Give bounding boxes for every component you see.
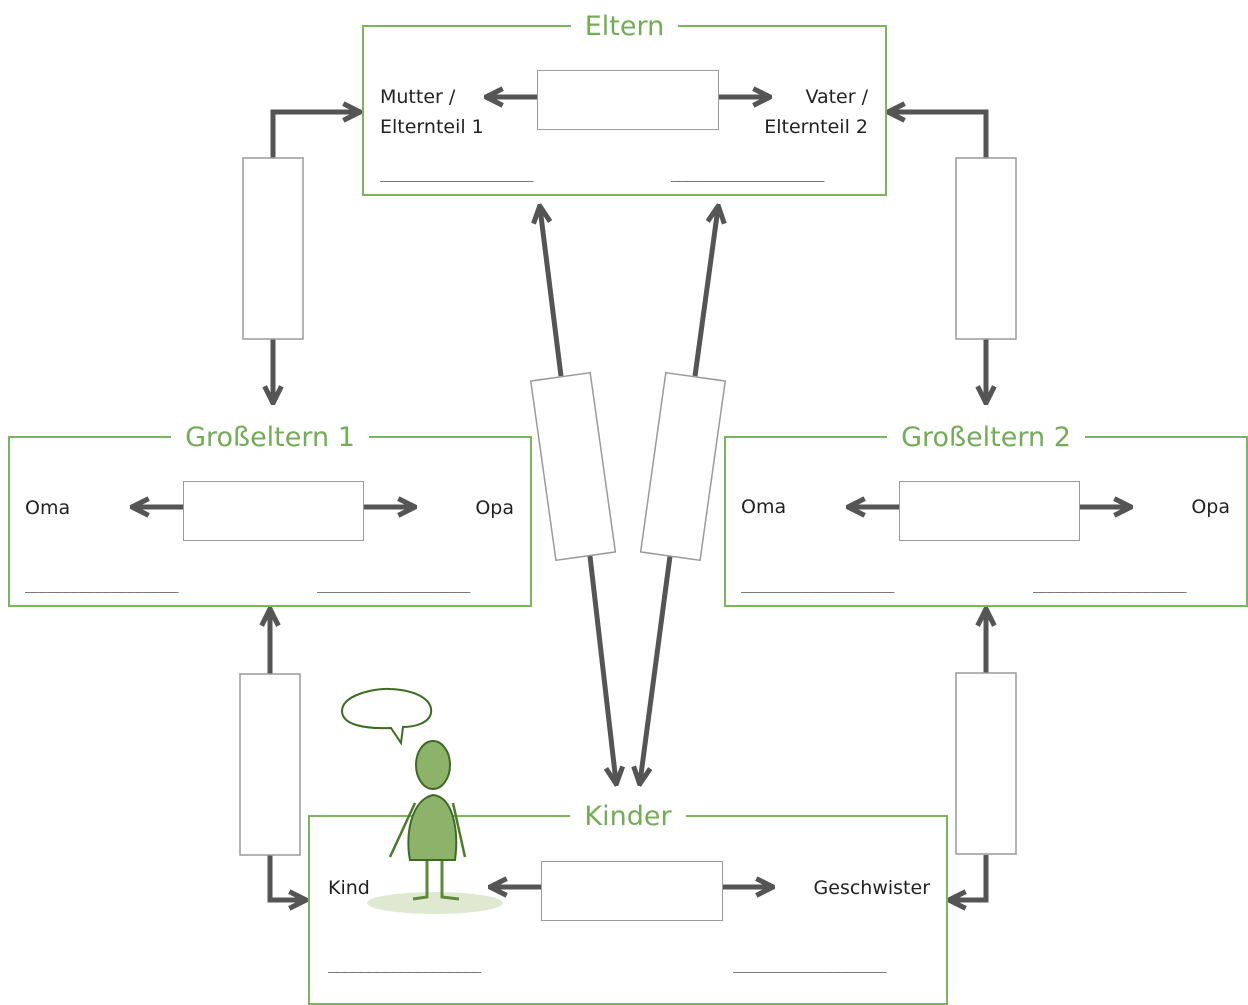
arrow-icon — [640, 555, 673, 782]
arrow-icon — [267, 855, 304, 900]
eltern-left-line[interactable]: ___________________ — [380, 164, 534, 182]
field-eltern2-kinder — [639, 371, 727, 562]
field-eltern-grosseltern1 — [242, 157, 304, 340]
eltern-left-label-1: Mutter / — [380, 86, 456, 108]
eltern-right-label-2: Elternteil 2 — [764, 116, 868, 138]
arrow-icon — [951, 855, 989, 900]
child-figure-icon — [340, 687, 503, 914]
arrows-layer — [0, 0, 1248, 983]
arrow-icon — [587, 555, 616, 782]
grosseltern2-right-line[interactable]: ___________________ — [1033, 575, 1187, 593]
grosseltern1-left-label: Oma — [25, 497, 71, 519]
field-grosseltern2-kinder — [955, 672, 1017, 855]
kinder-left-line[interactable]: ___________________ — [328, 955, 482, 973]
grosseltern1-left-line[interactable]: ___________________ — [25, 575, 179, 593]
grosseltern1-right-line[interactable]: ___________________ — [317, 575, 471, 593]
eltern-right-label-1: Vater / — [805, 86, 868, 108]
speech-bubble-icon — [340, 687, 433, 746]
arrow-icon — [890, 112, 989, 158]
eltern-right-line[interactable]: ___________________ — [671, 164, 825, 182]
field-grosseltern1-kinder — [239, 673, 301, 856]
field-eltern1-kinder — [529, 371, 617, 562]
grosseltern2-left-line[interactable]: ___________________ — [741, 575, 895, 593]
eltern-left-label-2: Elternteil 1 — [380, 116, 484, 138]
arrow-icon — [270, 112, 358, 158]
grosseltern1-right-label: Opa — [475, 497, 514, 519]
kinder-relation-field[interactable] — [541, 861, 723, 921]
arrow-icon — [540, 208, 564, 377]
arrow-icon — [692, 208, 718, 377]
grosseltern2-relation-field[interactable] — [899, 481, 1080, 541]
field-eltern-grosseltern2 — [955, 157, 1017, 340]
grosseltern2-right-label: Opa — [1191, 496, 1230, 518]
eltern-relation-field[interactable] — [537, 70, 719, 130]
grosseltern2-left-label: Oma — [741, 496, 787, 518]
kinder-right-label: Geschwister — [813, 877, 930, 899]
kinder-left-label: Kind — [328, 877, 370, 899]
grosseltern1-relation-field[interactable] — [183, 481, 364, 541]
kinder-right-line[interactable]: ___________________ — [733, 955, 887, 973]
